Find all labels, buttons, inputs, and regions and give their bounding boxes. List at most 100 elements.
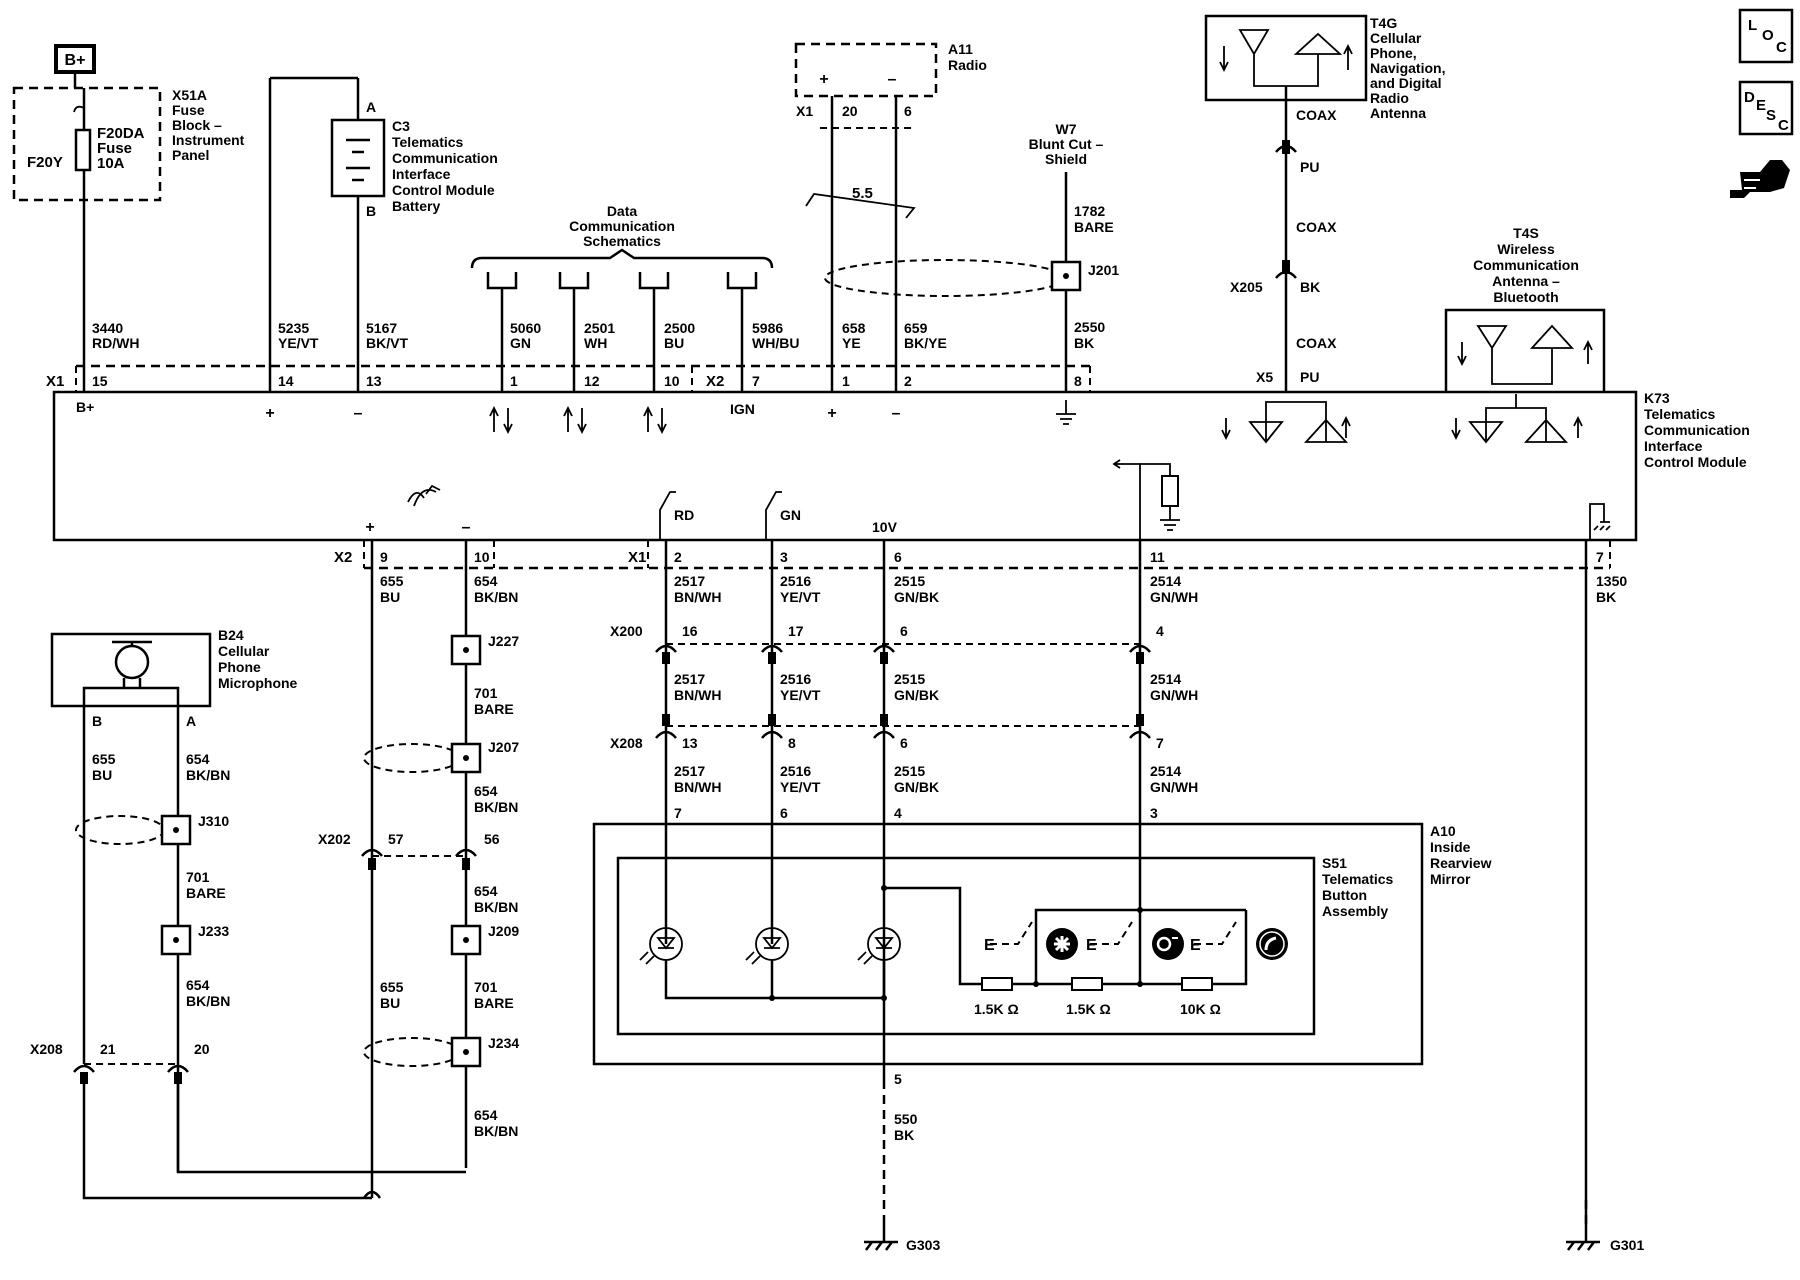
x200-pin-16: 16 <box>682 623 698 639</box>
mic-left-circuit: 655 <box>92 751 116 767</box>
pin-10: 10 <box>664 373 680 389</box>
x208-pin-6: 6 <box>900 735 908 751</box>
wire-2515-circuit: 2515 <box>894 573 925 589</box>
wire-2515-color-mid: GN/BK <box>894 687 939 703</box>
pin-14: 14 <box>278 373 294 389</box>
fuse-id: F20Y <box>27 154 63 171</box>
pin-3-bottom: 3 <box>780 549 788 565</box>
wire-2514-color: GN/WH <box>1150 589 1198 605</box>
led-green-icon <box>745 927 789 965</box>
wire-654-color: BK/BN <box>474 589 518 605</box>
mic-bare-color: BARE <box>186 885 226 901</box>
a10-pin-7: 7 <box>674 805 682 821</box>
wire-2516-color: YE/VT <box>780 589 821 605</box>
pin-12: 12 <box>584 373 600 389</box>
a10-desc-2: Rearview <box>1430 855 1492 871</box>
k73-bplus: B+ <box>76 399 94 415</box>
wire-2501-color: WH <box>584 335 607 351</box>
shield-color-out: BK <box>1074 335 1094 351</box>
a10-desc-1: Inside <box>1430 839 1471 855</box>
radio-title: A11 <box>948 41 973 57</box>
wire-2514-color-mid: GN/WH <box>1150 687 1198 703</box>
k73-desc-1: Telematics <box>1644 406 1716 422</box>
telematics-module-k73: K73 Telematics Communication Interface C… <box>52 390 1750 542</box>
mid-654c-circuit: 654 <box>474 1107 498 1123</box>
k73-rd: RD <box>674 507 694 523</box>
splice-j207: J207 <box>488 739 519 755</box>
a10-pin-4: 4 <box>894 805 902 821</box>
wire-2516-circuit-low: 2516 <box>780 763 811 779</box>
wire-658-circuit: 658 <box>842 320 866 336</box>
pin-8: 8 <box>1074 373 1082 389</box>
connector-x208-mid: X208 13 8 6 7 2517 BN/WH 2516 YE/VT 2515… <box>610 714 1198 795</box>
wire-2514-circuit: 2514 <box>1150 573 1181 589</box>
battery-positive-badge: B+ <box>65 52 86 69</box>
pin-2: 2 <box>904 373 912 389</box>
mid-654a-circuit: 654 <box>474 783 498 799</box>
t4g-desc-3: Navigation, <box>1370 60 1445 76</box>
ground-wire-550: 550 BK <box>894 1111 918 1143</box>
wire-2501-circuit: 2501 <box>584 320 615 336</box>
radio-plus: + <box>819 71 828 88</box>
k73-10v: 10V <box>872 519 898 535</box>
resistor-1-value: 1.5K Ω <box>974 1001 1019 1017</box>
wire-654-circuit: 654 <box>474 573 498 589</box>
wire-550-color: BK <box>894 1127 914 1143</box>
k73-mic-plus: + <box>365 519 374 536</box>
pin-1-ye: 1 <box>842 373 850 389</box>
t4s-desc-4: Bluetooth <box>1493 289 1558 305</box>
mid-701b-circuit: 701 <box>474 979 498 995</box>
wire-659-circuit: 659 <box>904 320 928 336</box>
pin-6-bottom: 6 <box>894 549 902 565</box>
telematics-button-assembly-s51: S51 Telematics Button Assembly <box>616 855 1394 1036</box>
ground-g301: G301 <box>1566 1224 1644 1253</box>
b24-desc-3: Microphone <box>218 675 298 691</box>
battery-desc-5: Battery <box>392 198 440 214</box>
t4s-title: T4S <box>1513 225 1539 241</box>
a10-pin-5: 5 <box>894 1071 902 1087</box>
battery-title: C3 <box>392 118 410 134</box>
pin-7-bottom: 7 <box>1596 549 1604 565</box>
connector-end-view-icon[interactable] <box>1730 160 1790 198</box>
coax-label-3: COAX <box>1296 335 1337 351</box>
connector-x200: X200 16 17 6 4 2517 BN/WH 2516 YE/VT 251… <box>610 623 1198 703</box>
k73-title: K73 <box>1644 390 1670 406</box>
splice-j227: J227 <box>488 633 519 649</box>
wire-1350-color: BK <box>1596 589 1616 605</box>
wire-2517-color-mid: BN/WH <box>674 687 721 703</box>
wire-1350-circuit: 1350 <box>1596 573 1627 589</box>
data-comm-label-3: Schematics <box>583 233 661 249</box>
k73-desc-2: Communication <box>1644 422 1750 438</box>
radio-name: Radio <box>948 57 987 73</box>
t4s-desc-2: Communication <box>1473 257 1579 273</box>
bottom-connector-x2: X2 <box>334 549 352 566</box>
splice-j201: J201 <box>1088 262 1119 278</box>
mid-654b-color: BK/BN <box>474 899 518 915</box>
t4g-desc-2: Phone, <box>1370 45 1417 61</box>
led-backlight-icon <box>857 927 901 965</box>
wire-2516-circuit-mid: 2516 <box>780 671 811 687</box>
pin-10-bottom: 10 <box>474 549 490 565</box>
svg-text:C: C <box>1778 117 1789 134</box>
wire-655-color: BU <box>380 589 400 605</box>
svg-text:C: C <box>1776 39 1787 56</box>
k73-mic-minus: – <box>462 519 471 536</box>
desc-icon[interactable]: D E S C <box>1738 80 1794 136</box>
coax-x5: X5 <box>1256 369 1273 385</box>
loc-icon[interactable]: L O C <box>1738 8 1794 64</box>
radio-pin-negative: 6 <box>904 103 912 119</box>
bottom-connector-row: X2 X1 9 10 2 3 6 11 7 <box>334 540 1611 570</box>
wire-2500-circuit: 2500 <box>664 320 695 336</box>
b24-title: B24 <box>218 627 244 643</box>
twisted-pair-label: 5.5 <box>852 185 873 202</box>
resistor-2-value: 1.5K Ω <box>1066 1001 1111 1017</box>
backup-battery: A B C3 Telematics Communication Interfac… <box>268 76 498 392</box>
k73-radio-plus: + <box>827 405 836 422</box>
mid-701-color: BARE <box>474 701 514 717</box>
fuse-rating-line3: 10A <box>97 155 125 172</box>
wire-2517-circuit: 2517 <box>674 573 705 589</box>
x208-pin-21: 21 <box>100 1041 116 1057</box>
radio-pin-positive: 20 <box>842 103 858 119</box>
wire-5235-circuit: 5235 <box>278 320 309 336</box>
